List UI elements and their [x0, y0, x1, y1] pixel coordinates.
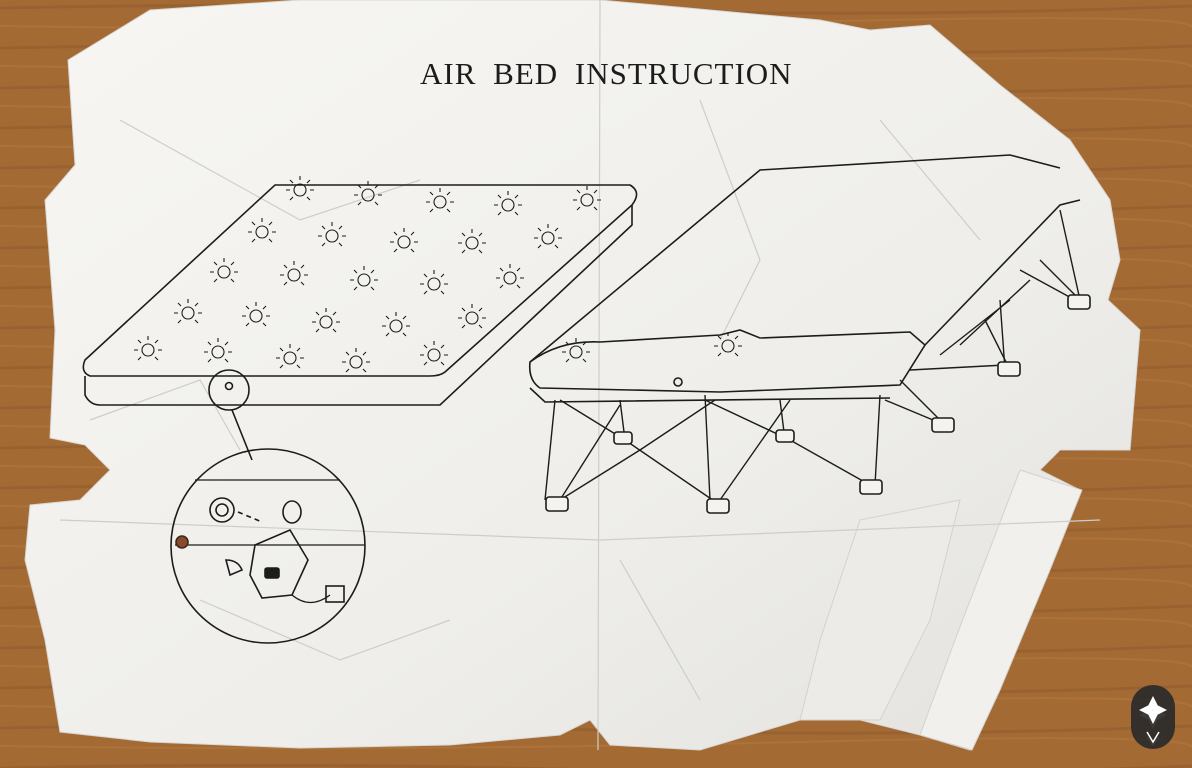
airbed-diagram: [82, 154, 1091, 644]
air-mattress-left: [82, 184, 638, 377]
instruction-title: AIR BED INSTRUCTION: [420, 56, 793, 91]
paper-torn-piece: [799, 499, 961, 721]
air-mattress-right: [528, 329, 927, 393]
paper-torn-piece: [919, 469, 1083, 751]
valve-circle: [208, 369, 250, 411]
pump-detail-circle: [170, 448, 366, 644]
cot-feet: [545, 294, 1091, 514]
paper-creases: [59, 0, 1101, 751]
power-outlet: [325, 585, 345, 603]
cot-frame: [544, 209, 1081, 506]
mattress-pattern: [134, 176, 742, 373]
